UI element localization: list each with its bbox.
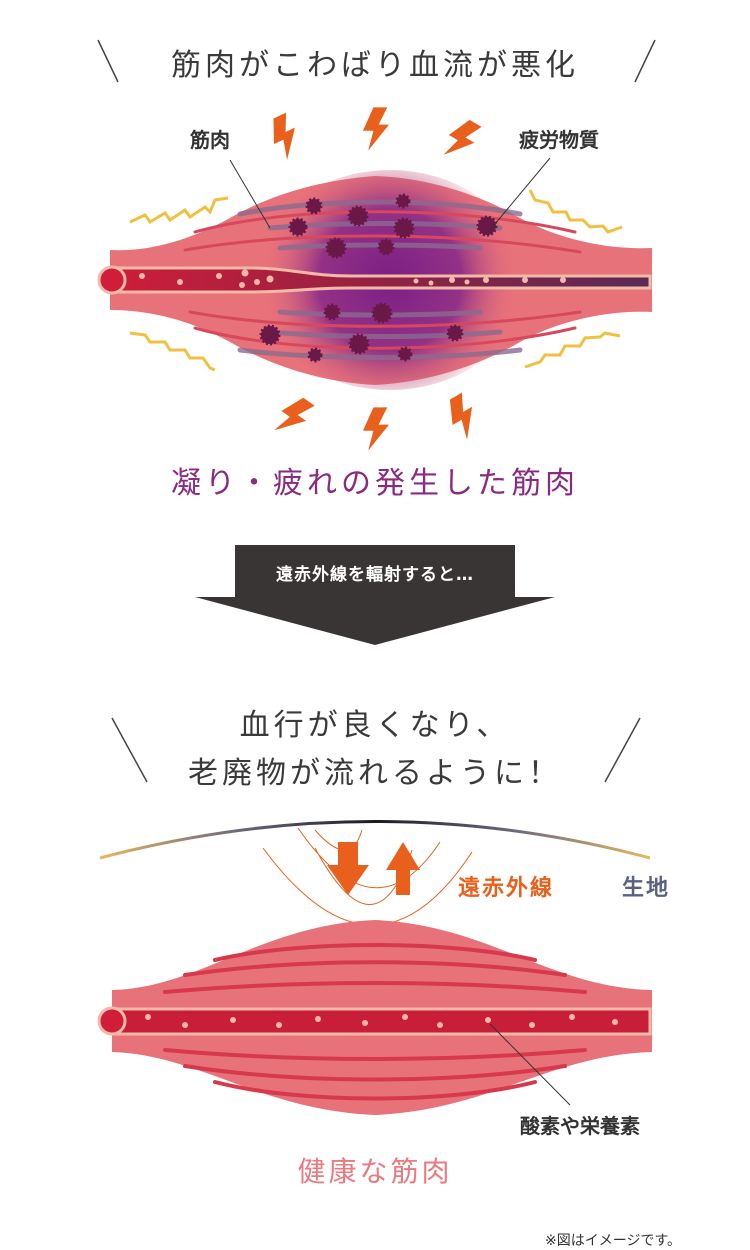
label-fabric: 生地	[622, 876, 671, 901]
label-far-infrared: 遠赤外線	[458, 876, 555, 901]
healthy-muscle	[97, 920, 652, 1115]
stiff-muscle	[97, 157, 652, 390]
fabric-arc	[99, 820, 651, 860]
infrared-arrows-icon	[327, 842, 420, 895]
after-title-line2: 老廃物が流れるように！	[188, 756, 562, 791]
image-note: ※図はイメージです。	[545, 1233, 682, 1249]
label-muscle: 筋肉	[190, 128, 230, 152]
slash-left	[97, 39, 119, 83]
healthy-muscle-caption: 健康な筋肉	[297, 1155, 453, 1188]
infrared-waves	[262, 827, 473, 926]
transition-arrow	[195, 545, 555, 645]
label-nutrients: 酸素や栄養素	[520, 1114, 640, 1138]
tension-zigzags	[129, 189, 623, 372]
before-title: 筋肉がこわばり血流が悪化	[171, 48, 579, 83]
stiff-muscle-caption: 凝り・疲れの発生した筋肉	[171, 466, 579, 501]
after-title-line1: 血行が良くなり、	[239, 708, 511, 743]
slash-right	[634, 39, 656, 83]
label-fatigue-substance: 疲労物質	[519, 128, 599, 152]
banner-text: 遠赤外線を輻射すると…	[276, 565, 474, 585]
